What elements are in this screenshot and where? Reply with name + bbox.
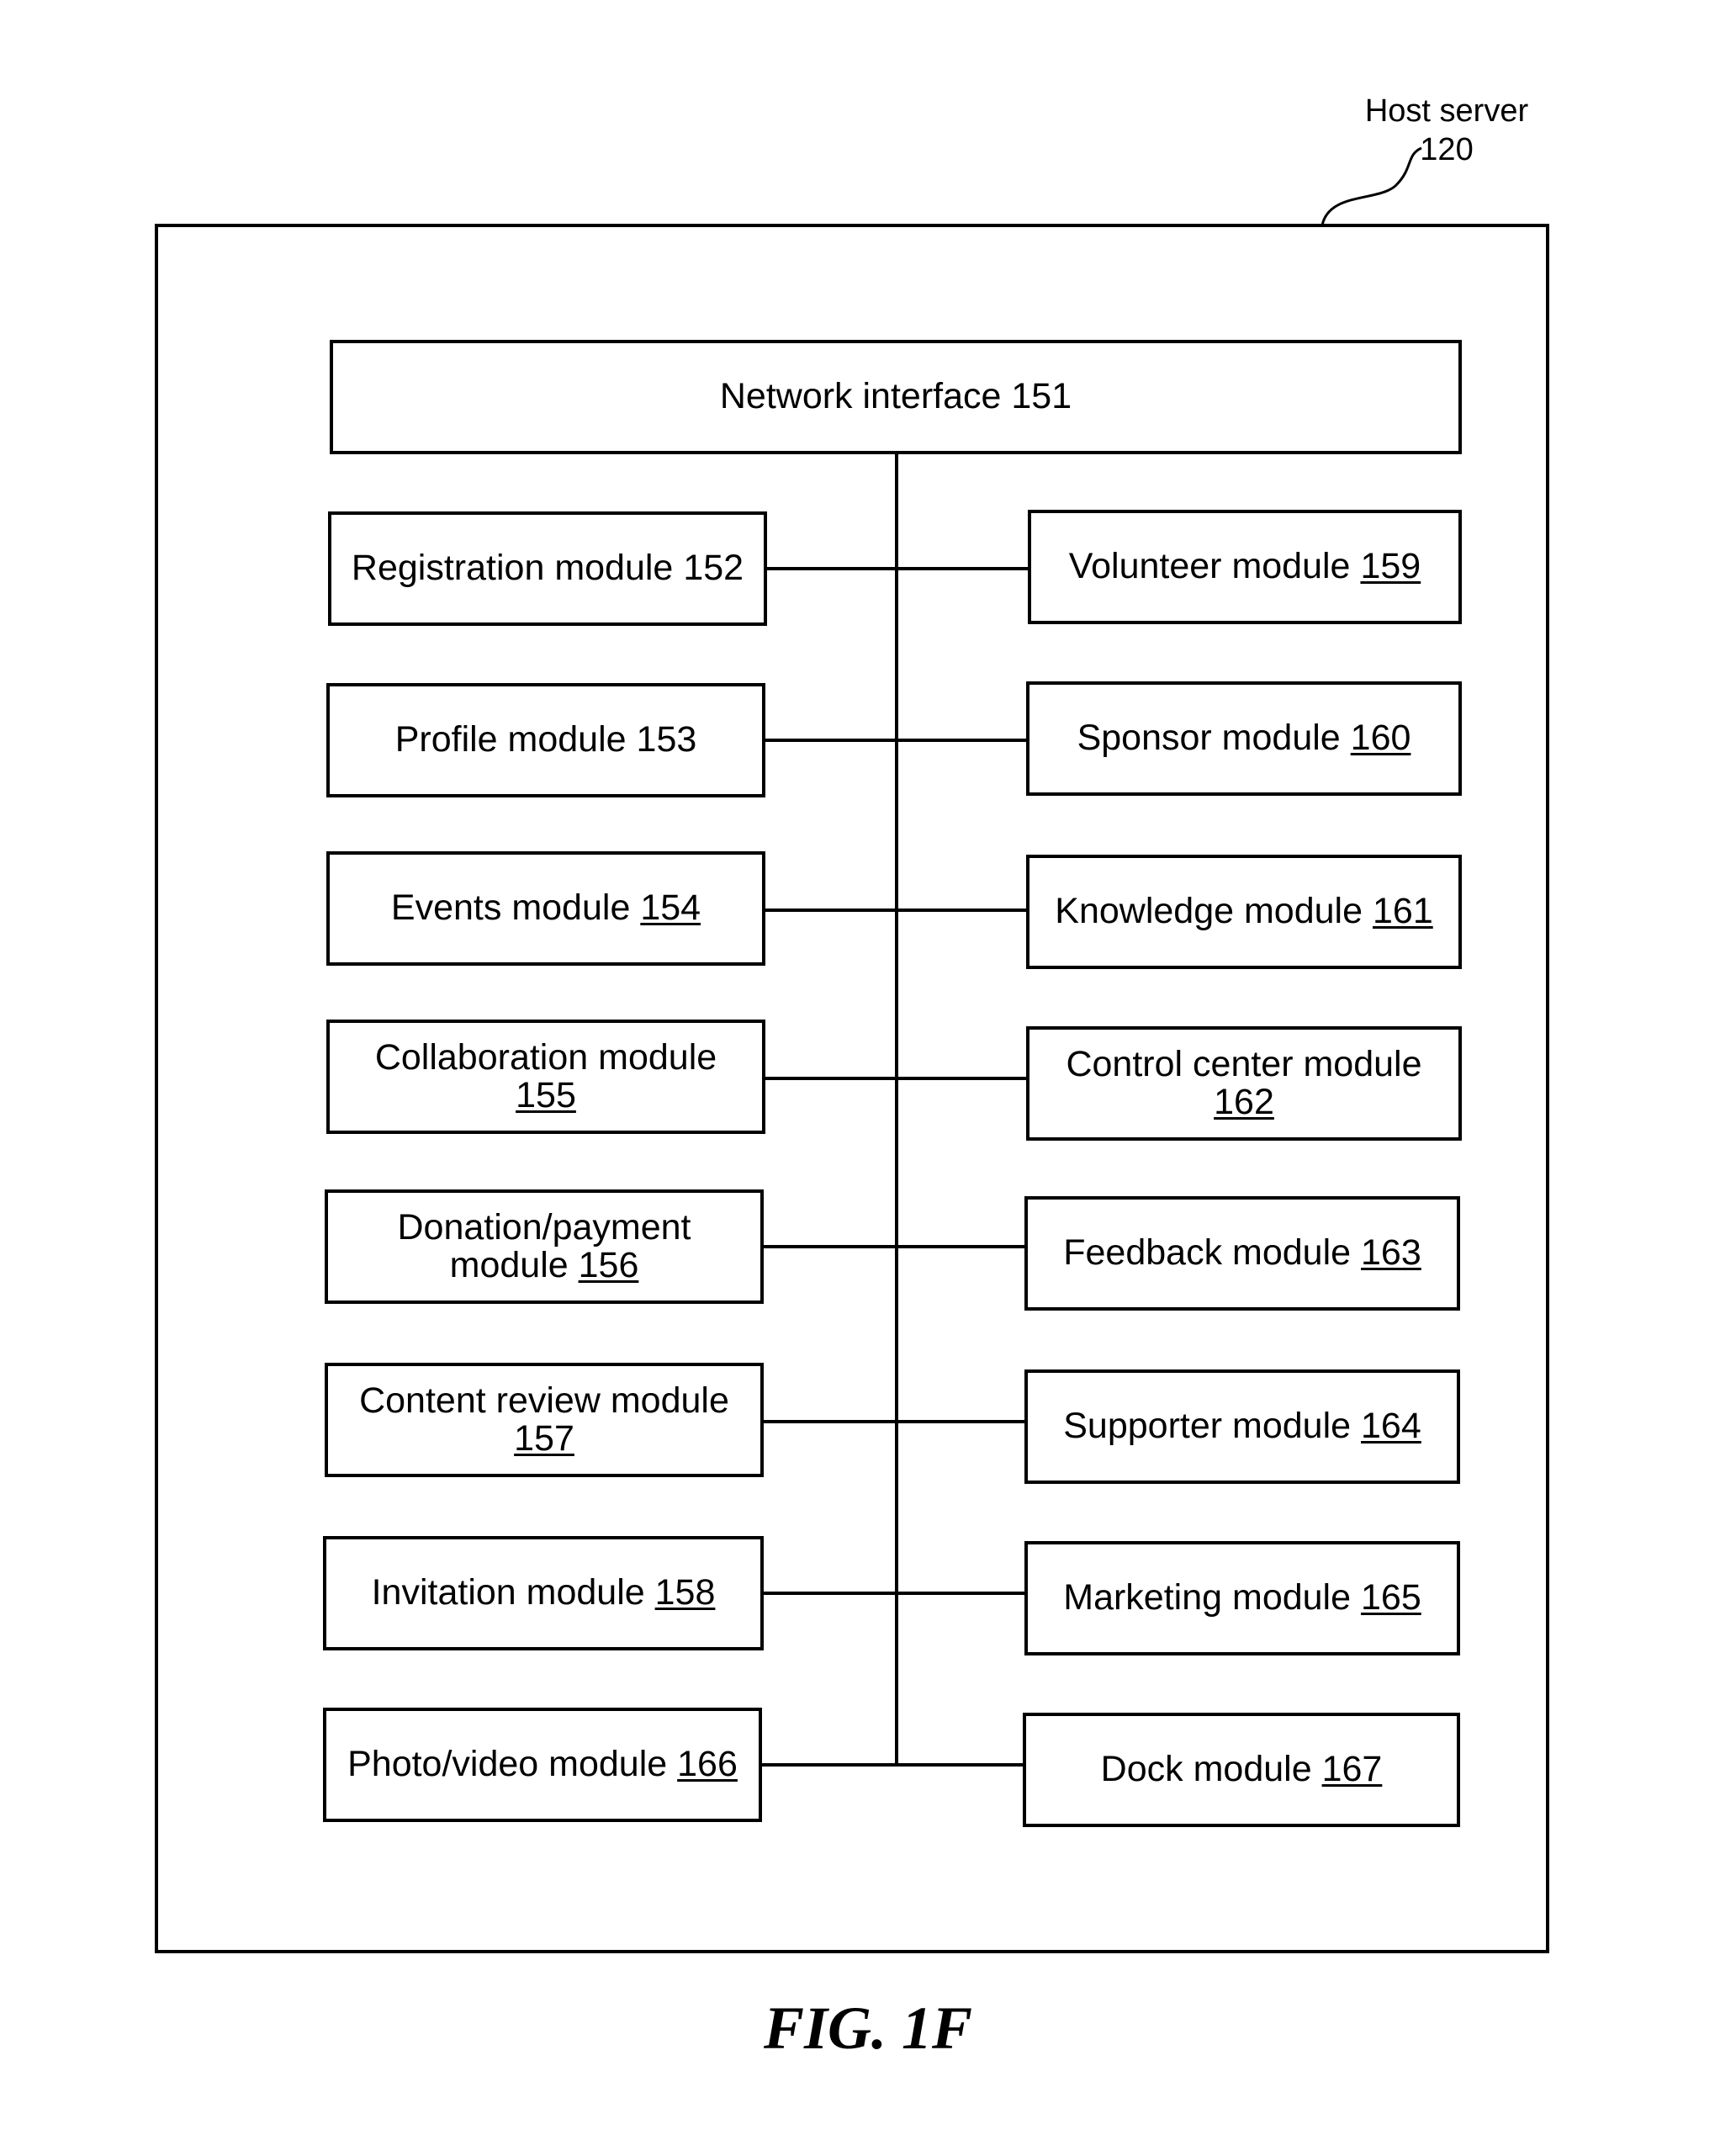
module-label: Knowledge module — [1055, 891, 1363, 931]
module-label: Events module — [391, 887, 630, 928]
module-label: Dock module — [1101, 1749, 1312, 1789]
events-module-box: Events module 154 — [326, 851, 765, 966]
host-server-label: Host server 120 — [1346, 93, 1548, 169]
module-label: Donation/payment module — [398, 1207, 691, 1285]
module-number: 163 — [1361, 1232, 1421, 1273]
module-number: 166 — [677, 1744, 738, 1784]
profile-module-box: Profile module 153 — [326, 683, 765, 797]
network-interface-label: Network interface 151 — [720, 378, 1072, 416]
module-label: Profile module — [395, 719, 627, 760]
module-label: Invitation module — [372, 1572, 645, 1613]
knowledge-module-box: Knowledge module 161 — [1026, 855, 1462, 969]
module-number: 155 — [516, 1075, 576, 1115]
module-number: 161 — [1373, 891, 1433, 931]
sponsor-module-box: Sponsor module 160 — [1026, 681, 1462, 796]
module-number: 153 — [637, 719, 697, 760]
network-interface-box: Network interface 151 — [330, 340, 1462, 454]
dock-module-box: Dock module 167 — [1023, 1713, 1460, 1827]
module-number: 165 — [1361, 1577, 1421, 1618]
donation-payment-module-box: Donation/payment module 156 — [325, 1189, 764, 1304]
module-label: Feedback module — [1063, 1232, 1351, 1273]
module-number: 162 — [1214, 1082, 1274, 1122]
module-number: 152 — [683, 548, 744, 588]
invitation-module-box: Invitation module 158 — [323, 1536, 764, 1650]
module-number: 167 — [1322, 1749, 1383, 1789]
feedback-module-box: Feedback module 163 — [1024, 1196, 1460, 1311]
volunteer-module-box: Volunteer module 159 — [1028, 510, 1462, 624]
module-label: Control center module — [1066, 1044, 1421, 1084]
host-server-number: 120 — [1346, 131, 1548, 170]
module-label: Sponsor module — [1077, 718, 1341, 758]
module-label: Photo/video module — [347, 1744, 667, 1784]
collaboration-module-box: Collaboration module 155 — [326, 1020, 765, 1134]
module-number: 164 — [1361, 1406, 1421, 1446]
module-label: Marketing module — [1063, 1577, 1351, 1618]
module-number: 158 — [655, 1572, 716, 1613]
module-label: Content review module — [359, 1380, 729, 1421]
supporter-module-box: Supporter module 164 — [1024, 1369, 1460, 1484]
module-label: Supporter module — [1063, 1406, 1351, 1446]
host-server-name: Host server — [1346, 93, 1548, 131]
content-review-module-box: Content review module 157 — [325, 1363, 764, 1477]
module-label: Volunteer module — [1069, 546, 1351, 586]
module-number: 157 — [514, 1418, 574, 1459]
module-number: 154 — [640, 887, 701, 928]
registration-module-box: Registration module 152 — [328, 511, 767, 626]
module-number: 160 — [1351, 718, 1411, 758]
module-label: Registration module — [352, 548, 673, 588]
marketing-module-box: Marketing module 165 — [1024, 1541, 1460, 1655]
module-label: Collaboration module — [375, 1037, 717, 1078]
control-center-module-box: Control center module 162 — [1026, 1026, 1462, 1141]
figure-caption: FIG. 1F — [0, 1994, 1736, 2063]
photo-video-module-box: Photo/video module 166 — [323, 1708, 762, 1822]
module-number: 156 — [579, 1245, 639, 1285]
module-number: 159 — [1360, 546, 1421, 586]
